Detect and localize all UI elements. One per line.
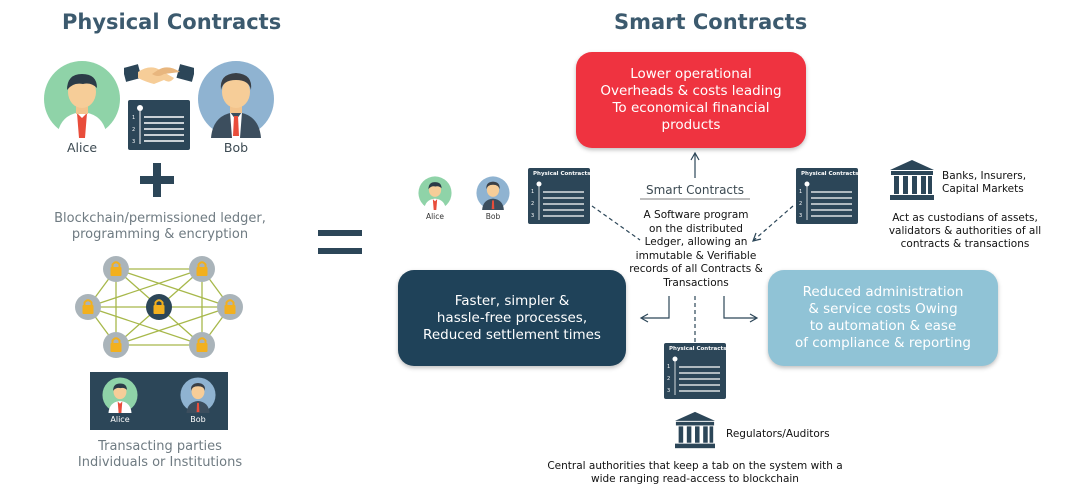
regulators-title: Regulators/Auditors	[726, 428, 830, 440]
doc-num: 3	[799, 213, 803, 219]
svg-text:1: 1	[132, 115, 135, 121]
contract-doc-title: Physical Contracts	[669, 346, 727, 352]
doc-num: 1	[667, 364, 671, 370]
alice-small-avatar	[102, 377, 138, 417]
alice-label: Alice	[66, 140, 98, 155]
doc-num: 2	[799, 201, 803, 207]
physical-contract-doc: 1 2 3	[128, 100, 190, 150]
bob-small-icon	[476, 176, 510, 214]
svg-text:2: 2	[132, 127, 135, 133]
alice-small-label: Alice	[425, 212, 445, 221]
smart-contracts-title: Smart Contracts	[614, 10, 808, 34]
contract-doc-title: Physical Contracts	[533, 171, 591, 177]
reduced-administration-text: Reduced administration & service costs O…	[795, 284, 971, 351]
doc-num: 3	[531, 213, 535, 219]
faster-processes-text: Faster, simpler & hassle-free processes,…	[423, 292, 601, 343]
contract-doc-bottom: Physical Contracts 1 2 3	[664, 343, 726, 399]
lock-icon-center	[145, 293, 173, 325]
lock-icon	[74, 293, 102, 325]
parties-alice-label: Alice	[110, 415, 130, 424]
doc-num: 3	[667, 388, 671, 394]
doc-num: 1	[531, 189, 535, 195]
banks-text: Act as custodians of assets, validators …	[888, 212, 1042, 250]
contract-doc-right: Physical Contracts 1 2 3	[796, 168, 858, 224]
physical-contracts-title: Physical Contracts	[62, 10, 282, 34]
bob-label: Bob	[223, 140, 249, 155]
regulator-bank-icon	[672, 410, 718, 450]
lower-overheads-box: Lower operational Overheads & costs lead…	[576, 52, 806, 148]
lock-icon	[102, 331, 130, 363]
equals-icon	[318, 228, 362, 262]
lock-icon	[188, 331, 216, 363]
parties-bob-label: Bob	[190, 415, 206, 424]
doc-num: 2	[667, 376, 671, 382]
center-smart-contracts-title: Smart Contracts	[646, 183, 744, 197]
regulators-text: Central authorities that keep a tab on t…	[547, 460, 843, 485]
lock-icon	[102, 255, 130, 287]
bob-small-label: Bob	[485, 212, 501, 221]
contract-doc-left: Physical Contracts 1 2 3	[528, 168, 590, 224]
plus-icon	[140, 163, 174, 201]
center-smart-contracts-text: A Software program on the distributed Le…	[629, 209, 763, 289]
reduced-administration-box: Reduced administration & service costs O…	[768, 270, 998, 366]
transacting-parties-text: Transacting parties Individuals or Insti…	[77, 439, 243, 470]
lower-overheads-text: Lower operational Overheads & costs lead…	[600, 66, 782, 133]
lock-icon	[188, 255, 216, 287]
transacting-parties-box: Alice Bob	[90, 372, 228, 430]
contract-doc-title: Physical Contracts	[801, 171, 859, 177]
alice-avatar	[43, 60, 121, 142]
alice-small-icon	[418, 176, 452, 214]
bob-avatar	[197, 60, 275, 142]
ledger-text: Blockchain/permissioned ledger, programm…	[54, 211, 266, 242]
doc-num: 1	[799, 189, 803, 195]
bank-icon	[888, 158, 936, 202]
svg-text:3: 3	[132, 139, 135, 145]
faster-processes-box: Faster, simpler & hassle-free processes,…	[398, 270, 626, 366]
doc-num: 2	[531, 201, 535, 207]
banks-title: Banks, Insurers, Capital Markets	[942, 170, 1027, 195]
lock-icon	[216, 293, 244, 325]
handshake-icon	[122, 58, 196, 94]
bob-small-avatar	[180, 377, 216, 417]
